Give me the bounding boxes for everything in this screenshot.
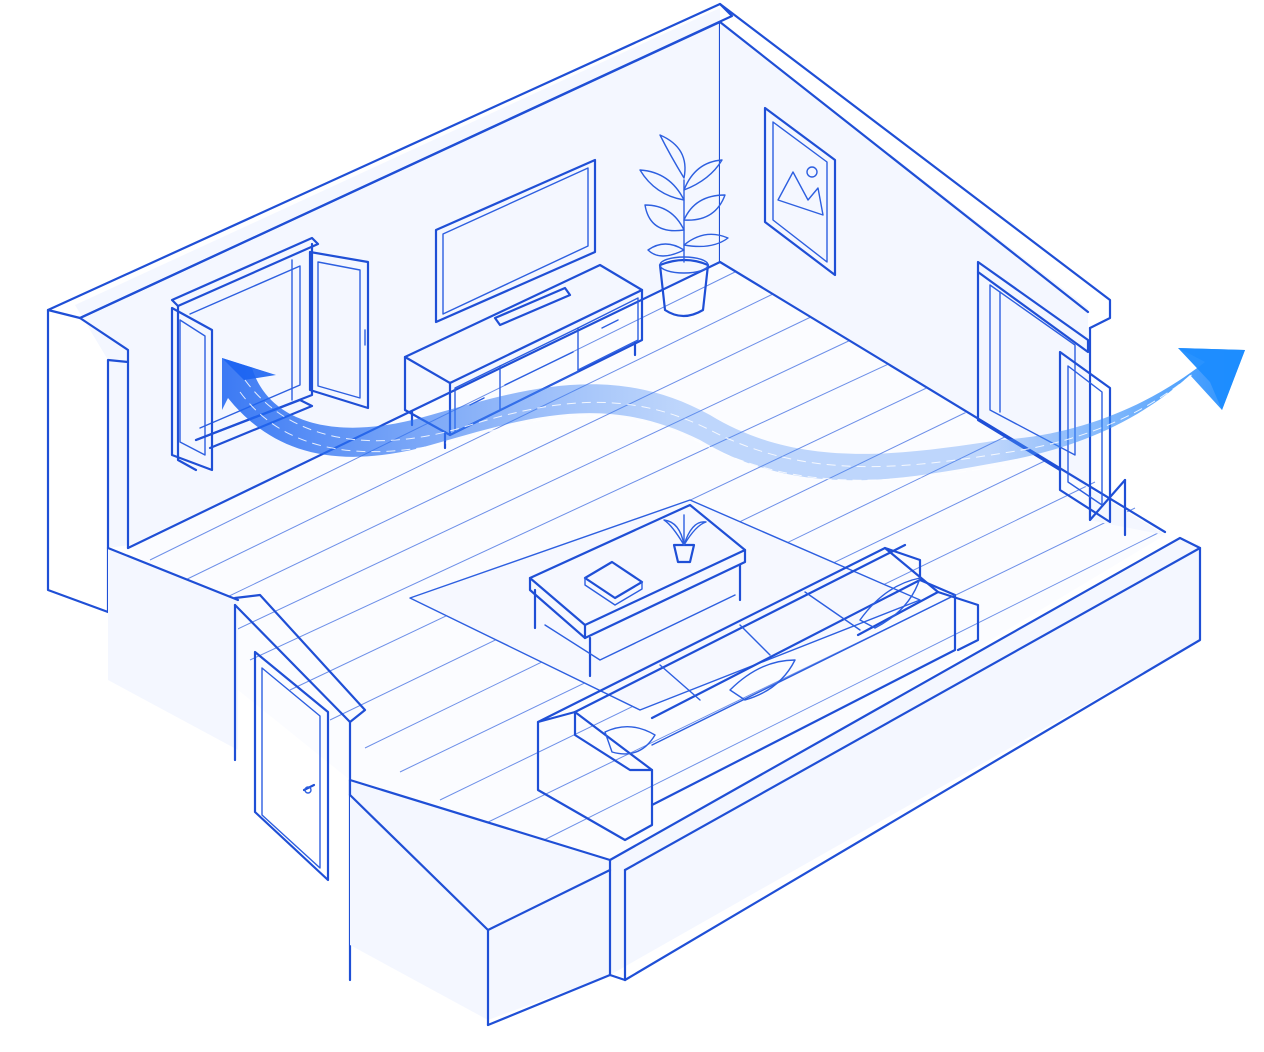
small-plant-icon [663,514,707,564]
cushion-icon [604,726,656,755]
coffee-table-icon [528,503,747,678]
book-icon [583,560,644,606]
back-right-wall [718,2,1167,535]
rug [409,499,921,711]
door-icon[interactable] [253,650,330,882]
sofa-icon [536,543,980,842]
cushion-icon [729,659,796,701]
floor [130,262,1165,875]
picture-frame-icon [763,106,837,277]
front-walls [348,478,1202,1027]
left-window [170,236,370,472]
tv-icon [434,158,597,327]
airflow-arrow-icon [222,348,1245,481]
cushion-icon [859,577,921,629]
window-sash-right[interactable] [308,250,370,410]
window-sash-left[interactable] [170,306,214,472]
floor-planks [149,271,1161,853]
plant-icon [639,134,729,318]
